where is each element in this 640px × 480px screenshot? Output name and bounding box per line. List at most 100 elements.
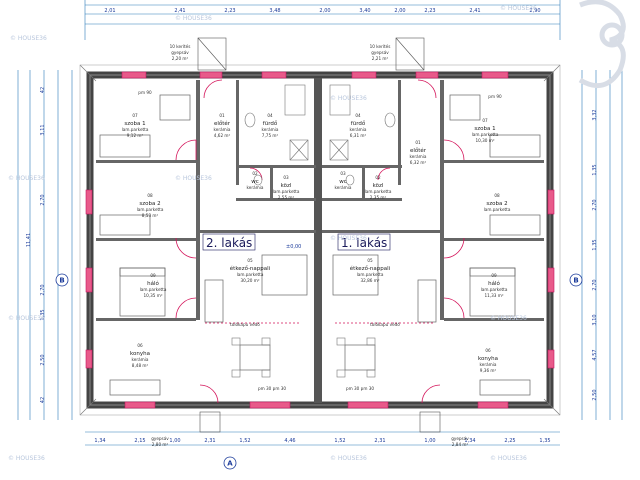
room-name: szoba 1 xyxy=(124,121,145,127)
green-area-bottom-right: 2,84 m² xyxy=(452,442,469,447)
axis-circle-right xyxy=(569,273,583,287)
top-dimension: 2,01 xyxy=(104,8,115,14)
threshold-label-right: tolókapu védő xyxy=(370,322,400,327)
left-dimension: 42 xyxy=(40,397,46,403)
room-area: 6,31 m² xyxy=(350,133,367,138)
doors xyxy=(175,79,465,404)
room-area: 2,55 m² xyxy=(278,195,295,200)
room-number: 04 xyxy=(355,113,361,118)
watermark: © HOUSE36 xyxy=(490,455,527,462)
room-number: 08 xyxy=(147,193,153,198)
left-dimension: 2,70 xyxy=(40,194,46,205)
green-label-top-right: gyepsáv xyxy=(371,50,389,55)
left-dimension: 3,11 xyxy=(40,124,46,135)
interior-walls xyxy=(96,80,544,321)
room-floor: lam.parketta xyxy=(357,272,384,277)
room-name: háló xyxy=(147,280,159,287)
fence-label-top-right: 10 kerítés xyxy=(370,44,391,49)
watermark: © HOUSE36 xyxy=(8,455,45,462)
room-area: 32,86 m² xyxy=(360,278,379,283)
left-dimension: 2,70 xyxy=(40,284,46,295)
right-dimension-labels: 3,321,352,701,352,703,104,572,50 xyxy=(592,109,598,400)
watermark: © HOUSE36 xyxy=(500,5,537,12)
room-floor: kerámia xyxy=(214,127,231,132)
right-dimension: 2,50 xyxy=(592,389,598,400)
watermark: © HOUSE36 xyxy=(10,35,47,42)
axis-label-right: B xyxy=(573,277,578,285)
axis-label-bottom: A xyxy=(227,460,233,468)
right-dimension: 1,35 xyxy=(592,239,598,250)
left-dimension: 11,41 xyxy=(26,233,32,247)
right-dimension: 1,35 xyxy=(592,164,598,175)
house36-logo xyxy=(578,0,626,89)
bottom-dimension: 2,31 xyxy=(374,438,385,444)
room-name: wc xyxy=(251,179,259,185)
right-dimension: 2,70 xyxy=(592,199,598,210)
room-name: wc xyxy=(339,179,347,185)
room-number: 09 xyxy=(491,273,497,278)
bottom-dimension: 1,34 xyxy=(464,438,475,444)
outer-walls xyxy=(79,64,561,416)
room-name: közl xyxy=(373,183,384,189)
pm-label-top-left: pm 90 xyxy=(138,90,152,95)
watermark: © HOUSE36 xyxy=(175,15,212,22)
room-area: 10,35 m² xyxy=(143,293,162,298)
room-floor: kerámia xyxy=(262,127,279,132)
room-floor: lam.parketta xyxy=(484,207,511,212)
room-number: 07 xyxy=(132,113,138,118)
watermark: © HOUSE36 xyxy=(175,175,212,182)
room-floor: kerámia xyxy=(247,185,264,190)
room-number: 06 xyxy=(485,348,491,353)
top-dimension: 2,00 xyxy=(319,8,330,14)
room-floor: kerámia xyxy=(335,185,352,190)
top-dimension: 2,23 xyxy=(424,8,435,14)
room-area: 9,36 m² xyxy=(480,368,497,373)
room-area: 30,20 m² xyxy=(240,278,259,283)
room-area: 10,30 m² xyxy=(475,138,494,143)
room-area: 9,12 m² xyxy=(127,133,144,138)
top-dimension: 2,00 xyxy=(394,8,405,14)
green-label-bottom-right: gyepsáv xyxy=(451,436,469,441)
right-dimension: 3,32 xyxy=(592,109,598,120)
room-floor: lam.parketta xyxy=(122,127,149,132)
top-dimension: 2,23 xyxy=(224,8,235,14)
site-labels: 10 kerítés gyepsáv 2,20 m² 10 kerítés gy… xyxy=(138,44,502,447)
right-dimension: 4,57 xyxy=(592,349,598,360)
watermark: © HOUSE36 xyxy=(8,315,45,322)
bottom-dimension: 1,35 xyxy=(539,438,550,444)
room-floor: kerámia xyxy=(410,154,427,159)
top-dimension: 3,40 xyxy=(359,8,370,14)
left-dimension: 2,50 xyxy=(40,354,46,365)
bottom-dimension: 1,34 xyxy=(94,438,105,444)
room-number: 01 xyxy=(415,140,421,145)
green-area-top-right: 2,21 m² xyxy=(372,56,389,61)
beds xyxy=(99,94,541,317)
top-dimension: 3,48 xyxy=(269,8,280,14)
room-number: 02 xyxy=(252,171,258,176)
room-name: háló xyxy=(488,280,500,287)
green-label-bottom-left: gyepsáv xyxy=(151,436,169,441)
bottom-dimension: 2,31 xyxy=(204,438,215,444)
room-floor: lam.parketta xyxy=(140,287,167,292)
threshold-label-left: tolókapu védő xyxy=(230,322,260,327)
room-floor: lam.parketta xyxy=(365,189,392,194)
watermark: © HOUSE36 xyxy=(330,95,367,102)
level-mark: ±0,00 xyxy=(286,244,301,250)
room-area: 8,48 m² xyxy=(132,363,149,368)
room-number: 03 xyxy=(340,171,346,176)
bottom-dimension-lines xyxy=(85,431,560,446)
left-dimension: 1,35 xyxy=(40,309,46,320)
chairs xyxy=(231,337,376,378)
room-number: 07 xyxy=(482,118,488,123)
top-dimension: 2,41 xyxy=(469,8,480,14)
room-floor: kerámia xyxy=(480,362,497,367)
bottom-dimension: 1,52 xyxy=(239,438,250,444)
pm-label-bottom-left: pm 30 pm 30 xyxy=(258,386,286,391)
room-number: 05 xyxy=(367,258,373,263)
room-floor: lam.parketta xyxy=(481,287,508,292)
room-name: konyha xyxy=(478,356,498,362)
